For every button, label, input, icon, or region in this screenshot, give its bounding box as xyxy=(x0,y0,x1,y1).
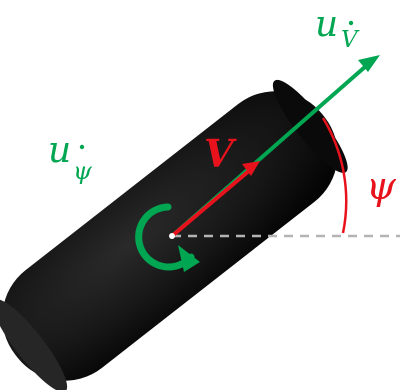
u-psi-dot-label: u ψ xyxy=(48,130,93,185)
angle-label: ψ xyxy=(366,164,397,208)
angle-arc xyxy=(321,117,348,234)
origin-point xyxy=(169,233,175,239)
svg-text:ψ: ψ xyxy=(73,157,93,185)
svg-text:u: u xyxy=(48,130,71,171)
velocity-arrow xyxy=(170,161,260,238)
svg-text:V: V xyxy=(341,27,360,53)
velocity-label: V xyxy=(204,131,237,176)
svg-text:u: u xyxy=(315,4,338,45)
u-v-dot-label: u V xyxy=(315,4,360,53)
counterclockwise-rotation-icon xyxy=(135,203,200,272)
